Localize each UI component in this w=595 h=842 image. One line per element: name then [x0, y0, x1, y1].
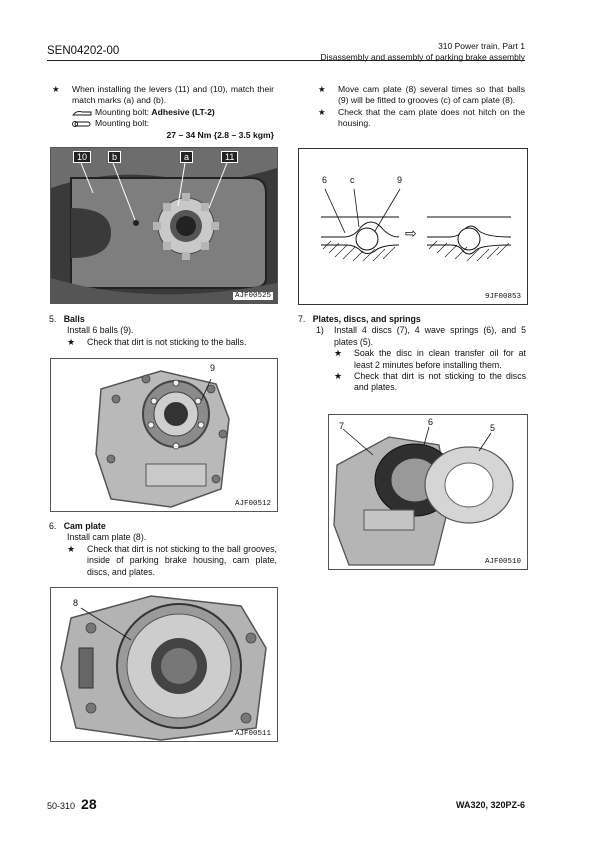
star-icon: ★	[52, 84, 60, 94]
star-icon: ★	[318, 84, 326, 94]
plates-discs-photo: 7 6 5 AJF00510	[328, 414, 528, 570]
callout-9: 9	[210, 363, 216, 373]
cam-move-note: ★ Move cam plate (8) several times so th…	[318, 84, 525, 106]
callout-10: 10	[73, 151, 92, 163]
step-6: 6. Cam plate Install cam plate (8). ★ Ch…	[49, 521, 277, 577]
cam-plate-photo: 8 AJF00511	[50, 587, 278, 742]
adhesive-icon	[72, 110, 92, 115]
lever-match-text: When installing the levers (11) and (10)…	[72, 84, 274, 106]
callout-11: 11	[221, 151, 239, 163]
ball-groove-diagram-art	[321, 188, 512, 262]
step-5-line: Install 6 balls (9).	[67, 325, 134, 336]
star-icon: ★	[318, 106, 326, 117]
adhesive-line: Mounting bolt: Adhesive (LT-2)	[52, 107, 274, 118]
cam-hitch-note: ★ Check that the cam plate does not hitc…	[318, 106, 525, 129]
figure-id: AJF00512	[232, 500, 273, 508]
footer-page: 50-310 28	[47, 796, 97, 812]
star-icon: ★	[334, 348, 342, 359]
section-subtitle: Disassembly and assembly of parking brak…	[320, 52, 525, 62]
figure-id: AJF00525	[232, 292, 273, 300]
header-rule	[47, 60, 525, 61]
doc-code: SEN04202-00	[47, 45, 120, 57]
callout-7: 7	[339, 421, 345, 431]
lever-photo-art	[51, 148, 277, 303]
figure-id: 9JF00853	[482, 293, 523, 301]
lever-notes: ★ When installing the levers (11) and (1…	[52, 84, 274, 141]
figure-id: AJF00511	[232, 730, 273, 738]
balls-photo-art	[51, 359, 277, 511]
footer-section-code: 50-310	[47, 801, 76, 811]
page-number: 28	[81, 796, 97, 812]
star-icon: ★	[67, 336, 75, 347]
section-title: 310 Power train, Part 1	[438, 41, 525, 51]
step-7-sub: 1) Install 4 discs (7), 4 wave springs (…	[316, 325, 526, 347]
header-titles: 310 Power train, Part 1 Disassembly and …	[320, 41, 525, 63]
step-5-title: Balls	[63, 314, 85, 324]
step-5-note: ★ Check that dirt is not sticking to the…	[67, 336, 247, 347]
cam-plate-notes: ★ Move cam plate (8) several times so th…	[318, 84, 525, 130]
plates-discs-photo-art	[329, 415, 527, 569]
torque-value: 27 – 34 Nm {2.8 – 3.5 kgm}	[166, 129, 275, 140]
step-7-dirt-note: ★ Check that dirt is not sticking to the…	[334, 371, 526, 393]
step-7: 7. Plates, discs, and springs 1) Install…	[298, 314, 526, 393]
star-icon: ★	[334, 371, 342, 382]
callout-6: 6	[322, 175, 328, 185]
callout-b: b	[108, 151, 122, 163]
figure-id: AJF00510	[482, 558, 523, 566]
step-7-title: Plates, discs, and springs	[312, 314, 421, 324]
footer-model: WA320, 320PZ-6	[455, 800, 525, 810]
callout-a: a	[180, 151, 194, 163]
callout-5: 5	[490, 423, 496, 433]
torque-line: Mounting bolt:	[52, 118, 274, 129]
cam-plate-photo-art	[51, 588, 277, 741]
star-icon: ★	[67, 543, 75, 554]
callout-6: 6	[428, 417, 434, 427]
lever-photo: 10 b a 11 AJF00525	[50, 147, 278, 304]
callout-8: 8	[73, 598, 79, 608]
torque-wrench-icon	[72, 121, 91, 127]
callout-c: c	[350, 175, 355, 185]
step-7-soak-note: ★ Soak the disc in clean transfer oil fo…	[334, 348, 526, 370]
balls-photo: 9 AJF00512	[50, 358, 278, 512]
step-5: 5. Balls Install 6 balls (9). ★ Check th…	[49, 314, 277, 348]
step-6-note: ★ Check that dirt is not sticking to the…	[67, 543, 277, 577]
arrow-right-icon: ⇨	[405, 225, 417, 241]
ball-groove-diagram: 6 c 9 ⇨ 9JF00853	[298, 148, 528, 305]
step-6-title: Cam plate	[63, 521, 106, 531]
step-6-line: Install cam plate (8).	[67, 532, 147, 543]
lever-match-note: ★ When installing the levers (11) and (1…	[52, 84, 274, 107]
callout-9: 9	[397, 175, 403, 185]
